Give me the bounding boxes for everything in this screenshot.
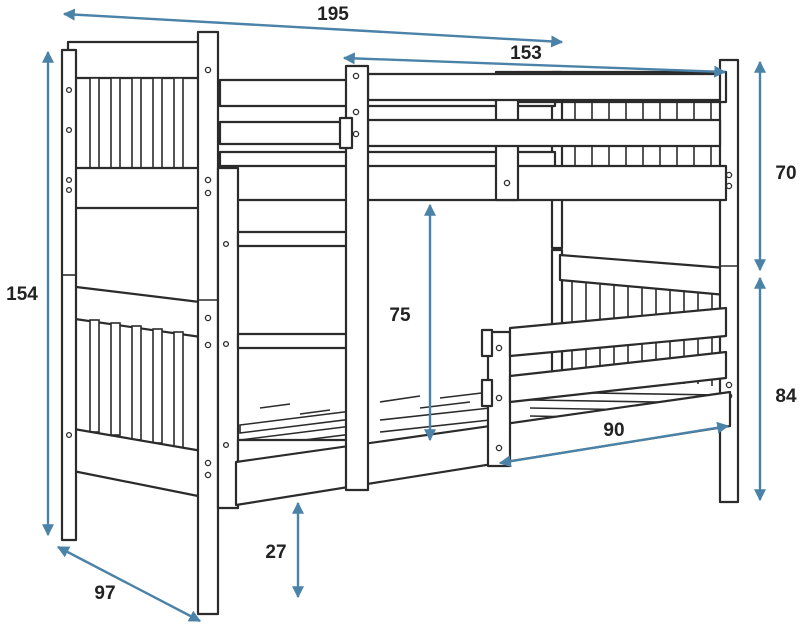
- dimension-labels: 195 153 70 154 84 75 90 27 97: [6, 4, 797, 604]
- ladder-rung-upper: [236, 230, 362, 248]
- lower-guard-rail-top: [508, 306, 728, 358]
- depth-label: 97: [94, 583, 115, 604]
- lower-rail-height-label: 84: [775, 386, 797, 407]
- right-headboard-lower-top-rail: [558, 253, 728, 297]
- lower-guard-bracket-top: [480, 328, 494, 358]
- left-headboard-lower-slats: [89, 319, 184, 449]
- upper-guard-rail-middle: [366, 118, 722, 148]
- upper-rail-length-dimension-line: [342, 52, 727, 78]
- lower-guard-rail-middle: [508, 350, 728, 404]
- total-length-label: 195: [317, 4, 349, 25]
- ladder-rung-lower: [236, 332, 362, 350]
- upper-rail-height-label: 70: [775, 163, 796, 184]
- left-headboard-top-rail: [66, 40, 210, 80]
- back-left-post: [60, 48, 78, 542]
- upper-bunk-front-beam: [213, 164, 728, 202]
- upper-bunk-end-post: [216, 166, 240, 510]
- lower-rail-length-dimension-line: [498, 421, 730, 468]
- left-headboard-upper-slats: [89, 77, 184, 169]
- left-headboard-middle-rail: [66, 166, 210, 210]
- front-right-post: [718, 58, 740, 504]
- lower-rail-length-label: 90: [603, 420, 624, 441]
- lower-guard-bracket-bottom: [480, 378, 494, 408]
- bunk-bed-frame: [60, 30, 740, 616]
- front-left-post: [196, 30, 220, 616]
- upper-rail-length-label: 153: [510, 43, 542, 64]
- total-length-dimension-line: [62, 8, 564, 48]
- total-height-label: 154: [6, 284, 38, 305]
- depth-dimension-line: [56, 545, 202, 623]
- under-bed-clearance-label: 27: [265, 542, 286, 563]
- ladder-post-bracket: [338, 116, 354, 150]
- upper-guard-rail-top: [366, 72, 722, 102]
- clearance-label: 75: [389, 305, 411, 326]
- dimension-lines: [42, 8, 766, 623]
